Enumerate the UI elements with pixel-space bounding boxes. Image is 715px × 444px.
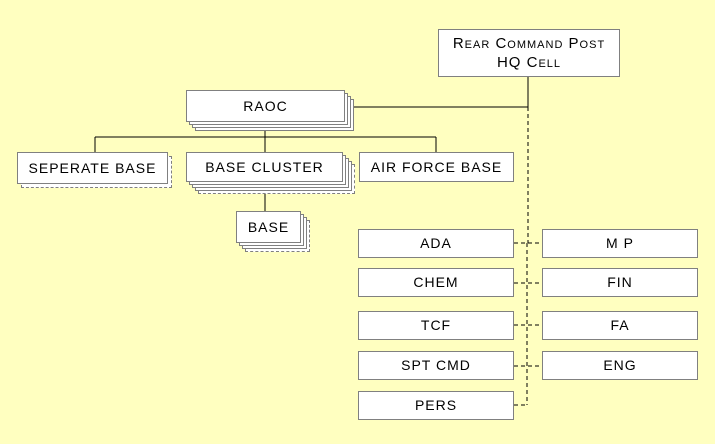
node-staff-spt-cmd-label: SPT CMD: [401, 357, 471, 373]
node-air-force-base: AIR FORCE BASE: [359, 152, 514, 182]
node-rear-command-post-line1: Rear Command Post: [452, 35, 606, 52]
node-staff-fa: FA: [542, 311, 698, 340]
node-base-cluster-label: BASE CLUSTER: [205, 158, 324, 175]
node-staff-eng-label: ENG: [603, 357, 637, 373]
node-staff-spt-cmd: SPT CMD: [358, 351, 514, 380]
node-staff-tcf-label: TCF: [420, 317, 452, 333]
node-rear-command-post: Rear Command Post HQ Cell: [438, 29, 620, 77]
node-staff-pers: PERS: [358, 391, 514, 420]
node-seperate-base: SEPERATE BASE: [17, 152, 168, 184]
node-base-cluster: BASE CLUSTER: [186, 152, 343, 182]
node-staff-fa-label: FA: [610, 317, 630, 333]
node-rear-command-post-line2: HQ Cell: [496, 54, 562, 71]
node-staff-fin-label: FIN: [607, 274, 633, 290]
node-staff-ada-label: ADA: [420, 235, 452, 251]
node-staff-pers-label: PERS: [414, 397, 458, 413]
node-raoc-label: RAOC: [243, 97, 288, 114]
node-staff-chem-label: CHEM: [413, 274, 459, 290]
node-air-force-base-label: AIR FORCE BASE: [370, 158, 503, 175]
node-staff-mp-label: M P: [606, 235, 634, 251]
node-staff-fin: FIN: [542, 268, 698, 297]
node-seperate-base-label: SEPERATE BASE: [28, 159, 157, 176]
node-staff-ada: ADA: [358, 229, 514, 258]
node-staff-eng: ENG: [542, 351, 698, 380]
node-raoc: RAOC: [186, 90, 345, 122]
node-staff-mp: M P: [542, 229, 698, 258]
node-staff-tcf: TCF: [358, 311, 514, 340]
node-base-label: BASE: [247, 218, 290, 235]
node-base: BASE: [236, 211, 301, 243]
node-staff-chem: CHEM: [358, 268, 514, 297]
